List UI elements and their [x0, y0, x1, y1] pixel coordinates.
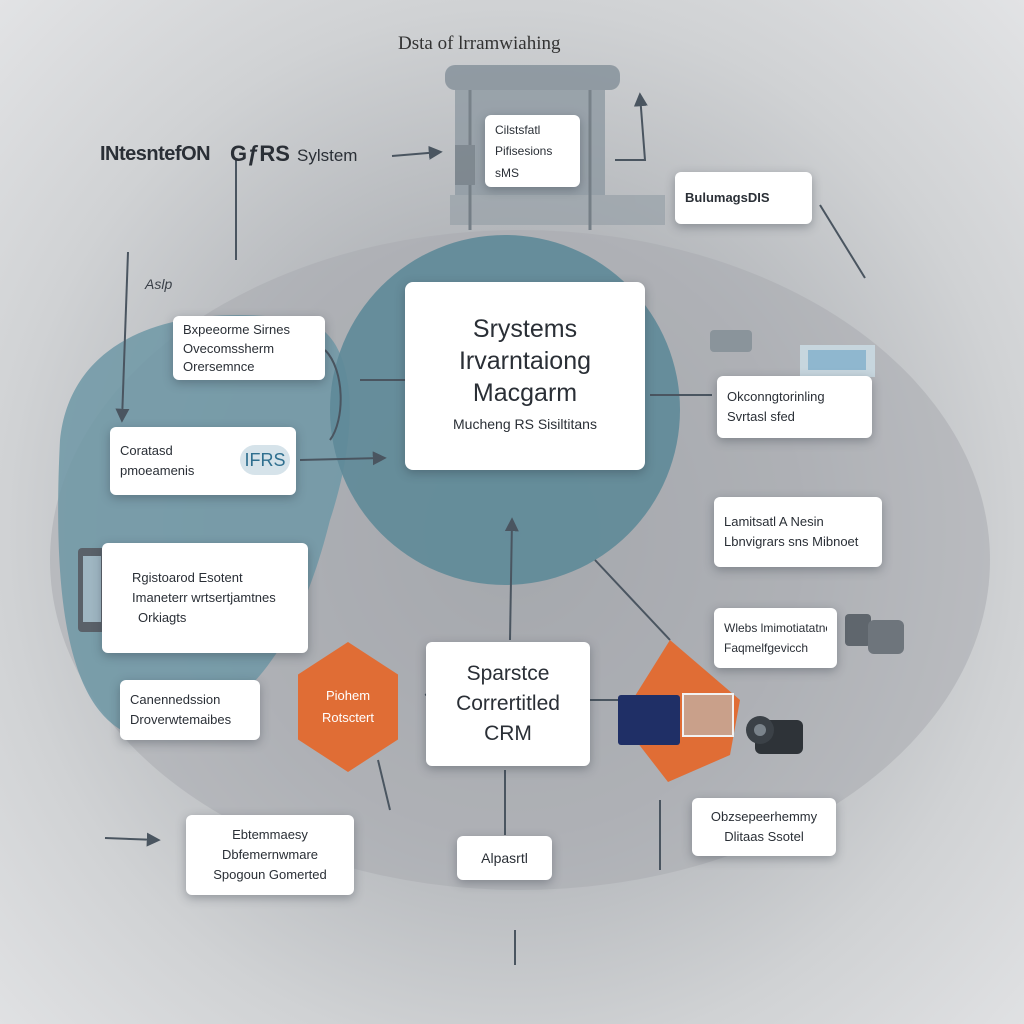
crm-card-line: Sparstce — [466, 662, 550, 685]
right-card-3-line: Wlebs lmimotiatatnes — [724, 621, 827, 635]
left-system-label-b: GƒRS — [230, 141, 290, 166]
right-card-4: Obzsepeerhemmy Dlitaas Ssotel — [692, 798, 836, 856]
right-card-1-line: Svrtasl sfed — [727, 409, 795, 424]
connector-right-diag — [594, 559, 671, 641]
connector-bottom-left — [104, 832, 161, 847]
right-card-4-line: Obzsepeerhemmy — [710, 809, 818, 824]
top-server-stack-icon — [445, 65, 665, 230]
center-title-line: Srystems — [472, 315, 578, 343]
left-card-4-line: Canennedssion — [130, 692, 221, 707]
crm-card-line: Corrertitled — [456, 692, 560, 715]
bottom-left-card: Ebtemmaesy Dbfemernwmare Spogoun Gomerte… — [186, 815, 354, 895]
connector-asp-down — [115, 251, 130, 423]
left-card-2: Coratasd pmoeamenis IFRS — [110, 427, 296, 495]
left-card-2-line: Coratasd — [120, 443, 173, 458]
bottom-center-card-line: Alpasrtl — [481, 850, 528, 866]
photo-icon — [682, 693, 734, 737]
top-stack-line: Pifisesions — [495, 144, 553, 159]
left-card-3-line: Orkiagts — [138, 610, 187, 625]
right-card-3: Wlebs lmimotiatatnes Faqmelfgevicch — [714, 608, 837, 668]
bottom-center-card: Alpasrtl — [457, 836, 552, 880]
left-card-4-line: Droverwtemaibes — [130, 712, 232, 727]
router-device-icon — [710, 330, 875, 377]
right-card-3-line: Faqmelfgevicch — [724, 641, 809, 655]
bottom-left-card-line: Ebtemmaesy — [232, 827, 308, 842]
left-card-1-line: Ovecomssherm — [183, 340, 275, 356]
left-hexagon-line: Piohem — [325, 688, 371, 703]
left-card-3-line: Imaneterr wrtsertjamtnes — [132, 590, 276, 605]
asp-label: Aslp — [145, 276, 173, 292]
diagram-top-title: Dsta of lrramwiahing — [398, 33, 561, 54]
bottom-left-card-line: Dbfemernwmare — [221, 847, 319, 862]
connector-bottom-up — [504, 517, 519, 641]
right-card-2: Lamitsatl A Nesin Lbnvigrars sns Mibnoet — [714, 497, 882, 567]
connector-title-to-stack — [391, 145, 443, 160]
connector-right-card — [819, 204, 866, 279]
left-card-4: Canennedssion Droverwtemaibes — [120, 680, 260, 740]
left-card-1-line: Orersemnce — [183, 359, 255, 375]
crm-card: Sparstce Corrertitled CRM — [426, 642, 590, 766]
center-title-card: Srystems Irvarntaiong Macgarm Mucheng RS… — [405, 282, 645, 470]
crm-card-line: CRM — [484, 722, 532, 745]
left-hexagon-line: Rotsctert — [321, 710, 374, 725]
top-stack-line: Cilstsfatl — [495, 123, 541, 137]
camera-icon — [746, 716, 803, 754]
ifrs-badge: IFRS — [240, 445, 290, 475]
top-stack-card: Cilstsfatl Pifisesions sMS — [485, 115, 580, 187]
connector-lower-left — [377, 759, 391, 811]
right-card-2-line: Lbnvigrars sns Mibnoet — [724, 534, 859, 549]
top-right-card: BulumagsDIS — [675, 172, 812, 224]
right-card-1-line: Okconngtorinling — [727, 389, 825, 404]
left-card-3-line: Rgistoarod Esotent — [132, 570, 243, 585]
center-subtitle: Mucheng RS Sisiltitans — [453, 416, 597, 432]
laptop-icon — [618, 695, 680, 745]
left-orange-hexagon: Piohem Rotsctert — [298, 642, 398, 772]
top-stack-line: sMS — [495, 165, 519, 180]
left-system-label-a: INtesntefON — [100, 143, 211, 165]
left-card-1-line: Bxpeeorme Sirnes — [183, 322, 290, 337]
center-title-line: Macgarm — [472, 379, 578, 407]
phone-device-icon — [78, 548, 106, 632]
bottom-left-card-line: Spogoun Gomerted — [213, 867, 327, 882]
left-card-2-line: pmoeamenis — [120, 463, 195, 478]
left-card-3: Rgistoarod Esotent Imaneterr wrtsertjamt… — [102, 543, 308, 653]
speaker-icon — [845, 614, 904, 654]
right-card-1: Okconngtorinling Svrtasl sfed — [717, 376, 872, 438]
right-orange-hexagon — [620, 640, 740, 782]
top-right-card-text: BulumagsDIS — [685, 190, 770, 205]
left-system-label-c: Sylstem — [297, 146, 358, 165]
connector-left-card-to-center — [299, 451, 387, 466]
right-card-4-line: Dlitaas Ssotel — [724, 829, 804, 844]
connector-stack-right — [615, 92, 648, 161]
center-title-line: Irvarntaiong — [458, 347, 592, 375]
connector-curve-left — [324, 349, 342, 441]
right-card-2-line: Lamitsatl A Nesin — [724, 514, 824, 529]
left-card-1: Bxpeeorme Sirnes Ovecomssherm Orersemnce — [173, 316, 325, 380]
